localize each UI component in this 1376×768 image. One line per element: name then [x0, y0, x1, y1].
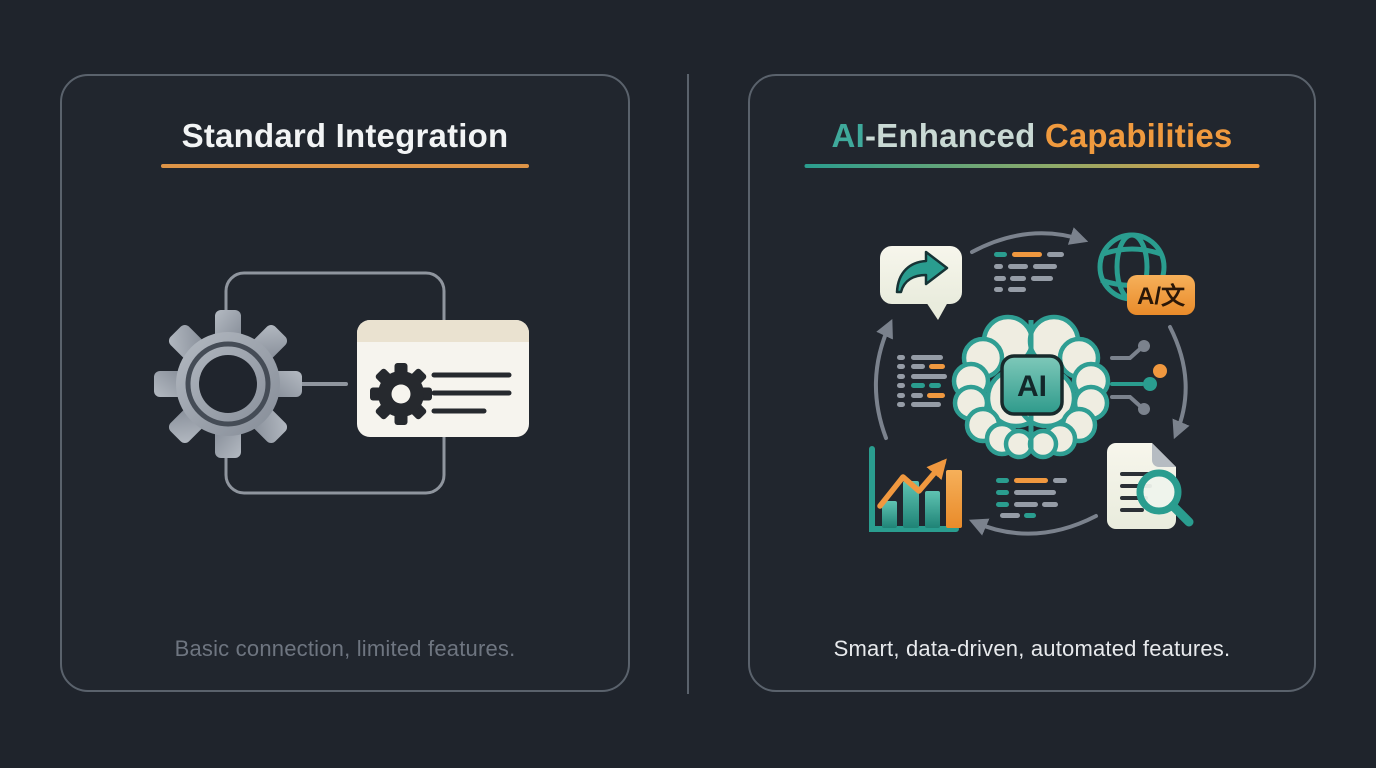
left-panel-title: Standard Integration — [181, 117, 509, 154]
right-panel-caption: Smart, data-driven, automated features. — [833, 636, 1231, 661]
panel-divider — [687, 74, 689, 694]
title-part-ai: AI — [831, 117, 865, 154]
left-title-underline — [161, 164, 529, 168]
title-part-enhanced: -Enhanced — [864, 117, 1036, 154]
title-part-capabilities: Capabilities — [1035, 117, 1233, 154]
ai-enhanced-panel: AI-Enhanced Capabilities Smart, data-dri… — [748, 74, 1316, 692]
standard-integration-panel: Standard Integration Basic connection, l… — [60, 74, 630, 692]
right-title-underline — [804, 164, 1260, 168]
right-panel-title: AI-Enhanced Capabilities — [750, 117, 1314, 154]
left-panel-caption: Basic connection, limited features. — [174, 636, 516, 661]
